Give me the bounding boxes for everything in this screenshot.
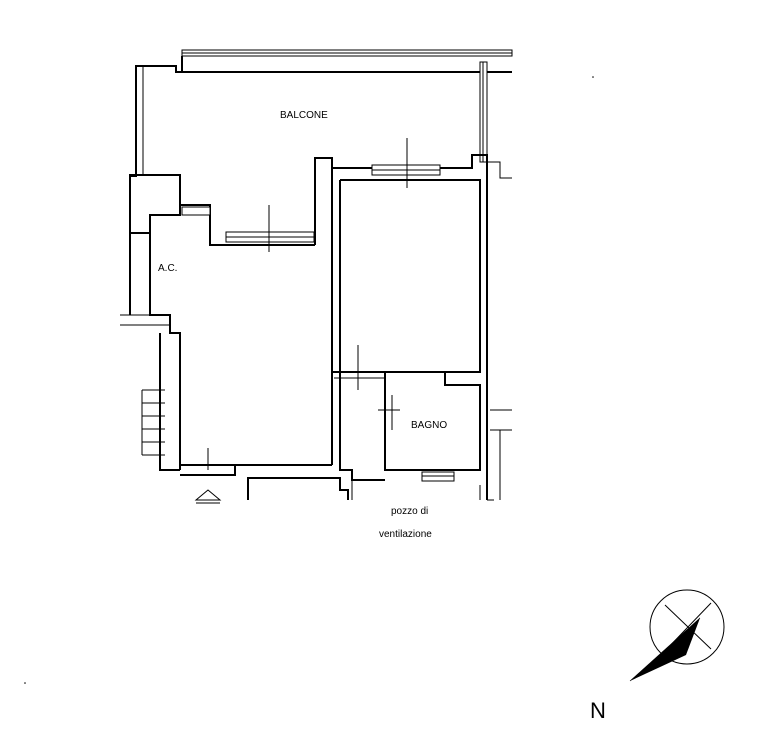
balcony-pipe [479,61,488,163]
stray-dot [592,76,594,78]
stray-dot [24,682,26,684]
north-letter: N [590,698,606,723]
shaft-label-line1: pozzo di [391,506,428,517]
ventilation-shaft-walls [247,477,494,501]
bedroom-walls [331,154,488,373]
entrance-marker [194,448,222,504]
room-label-bagno: BAGNO [411,420,447,431]
living-room-walls [120,157,333,476]
balcony-railing [181,49,513,73]
compass-circle [649,589,725,665]
room-label-ac: A.C. [158,263,177,274]
stairs [141,389,165,456]
living-window-top [225,205,315,252]
compass-needle-edge [629,617,701,682]
right-outer-wall [479,161,512,500]
bathroom-walls [378,372,481,471]
bathroom-window [421,471,455,482]
living-window-small [181,206,211,216]
shaft-label-line2: ventilazione [379,529,432,540]
bedroom-window [371,138,441,188]
hallway-walls [334,345,386,481]
balcony-walls [129,65,183,234]
north-compass [629,589,725,682]
room-label-balcone: BALCONE [280,110,328,121]
